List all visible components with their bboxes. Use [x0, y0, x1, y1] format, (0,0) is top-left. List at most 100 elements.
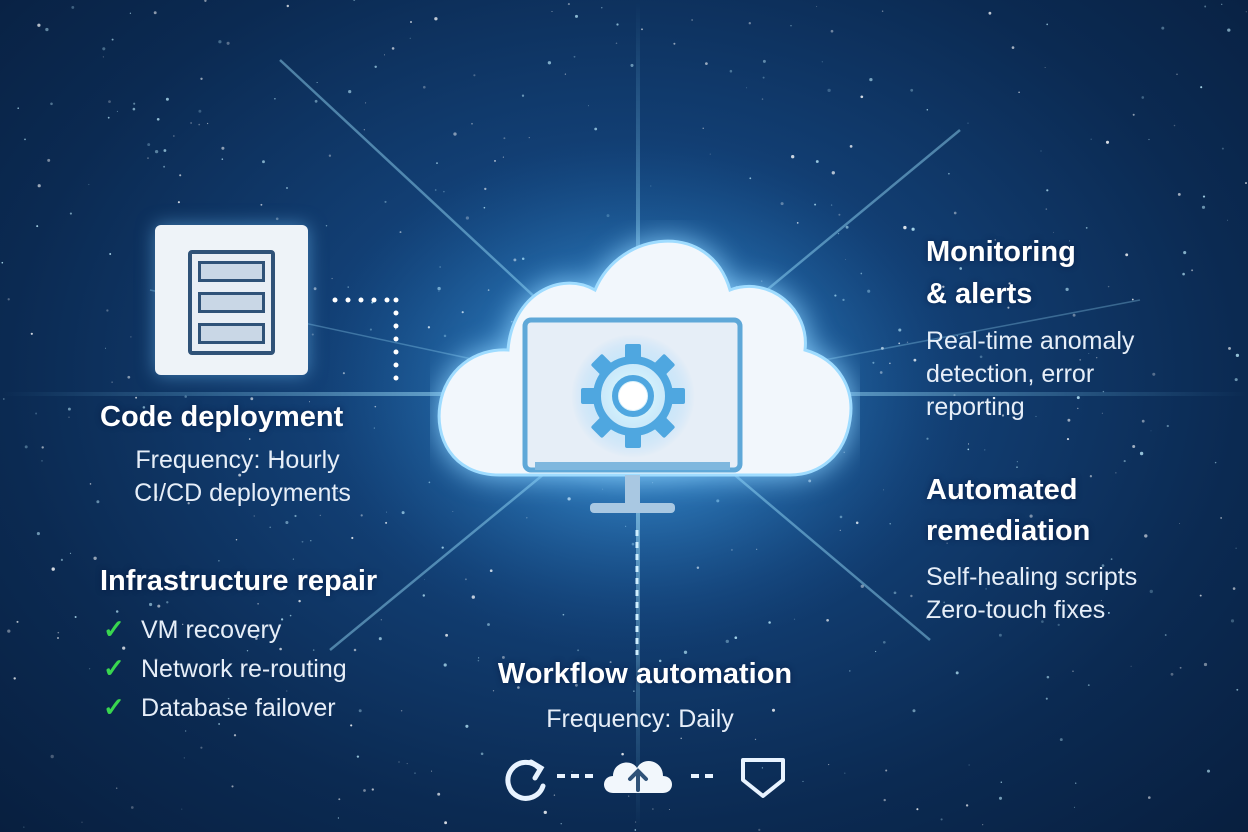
star [968, 764, 970, 766]
star [1008, 282, 1011, 285]
star [1046, 23, 1049, 26]
star [574, 683, 578, 687]
star [414, 772, 416, 775]
star [1235, 547, 1237, 549]
star [1227, 28, 1231, 32]
server-rack-icon [155, 225, 308, 375]
star [250, 397, 254, 401]
star [173, 624, 176, 627]
star [67, 407, 71, 411]
star [363, 129, 365, 131]
star [57, 631, 60, 634]
star [1228, 346, 1231, 350]
star [1073, 806, 1076, 808]
star [1018, 91, 1020, 94]
star [111, 38, 114, 41]
star [1088, 352, 1090, 354]
code-deployment-frequency: Frequency: Hourly [135, 446, 340, 474]
star [1072, 670, 1074, 672]
star [166, 601, 169, 604]
star [248, 438, 251, 440]
star [547, 61, 552, 65]
star [1182, 272, 1185, 276]
star [574, 719, 576, 721]
star [311, 333, 314, 336]
star [1206, 769, 1211, 773]
star [1164, 634, 1167, 636]
refresh-icon [505, 759, 546, 801]
star [310, 540, 312, 542]
star [1235, 353, 1240, 358]
star [312, 649, 315, 651]
star [790, 25, 792, 27]
star [23, 826, 25, 828]
star [1059, 738, 1063, 742]
star [1141, 419, 1145, 423]
star [93, 556, 97, 560]
star [41, 446, 44, 449]
monitoring-title-line2: & alerts [926, 278, 1033, 310]
star [621, 752, 624, 756]
star [221, 146, 225, 150]
star [1066, 438, 1070, 441]
star [1072, 313, 1076, 317]
star [567, 3, 570, 6]
star [129, 12, 132, 14]
star [246, 650, 249, 652]
star [965, 804, 969, 807]
star [762, 59, 766, 63]
star [616, 23, 619, 26]
star [1132, 445, 1136, 448]
star [127, 375, 131, 379]
star [758, 828, 761, 831]
star [729, 69, 733, 73]
star [1230, 619, 1235, 623]
star [982, 824, 984, 826]
star [1152, 372, 1156, 376]
star [754, 738, 757, 741]
star [967, 122, 969, 124]
star [633, 690, 635, 692]
star [274, 97, 276, 100]
star [179, 174, 182, 177]
star [1203, 662, 1208, 667]
star [56, 636, 60, 640]
star [50, 754, 54, 759]
star [298, 599, 301, 603]
dotted-connector [332, 297, 399, 381]
remediation-title-line2: remediation [926, 515, 1091, 547]
star [154, 149, 159, 154]
checklist-item: ✓Database failover [103, 688, 336, 727]
star [163, 165, 166, 168]
star [1045, 208, 1048, 210]
star [292, 558, 295, 560]
star [702, 127, 704, 129]
star [1179, 666, 1182, 669]
star [231, 785, 234, 788]
star [289, 614, 292, 617]
star [959, 604, 962, 607]
star [1100, 600, 1102, 602]
star [1046, 675, 1050, 679]
star [903, 225, 907, 230]
star [406, 763, 408, 765]
star [1245, 11, 1247, 13]
star [309, 401, 310, 403]
star [1079, 359, 1082, 361]
star [1161, 26, 1165, 30]
star [409, 37, 411, 39]
star [615, 42, 618, 45]
star [991, 300, 994, 303]
star [830, 29, 834, 33]
star [163, 149, 167, 152]
star [380, 619, 382, 621]
star [827, 88, 831, 93]
star [17, 107, 20, 110]
star [1105, 140, 1110, 144]
star [869, 77, 873, 82]
workflow-automation-title: Workflow automation [497, 658, 793, 690]
star [826, 618, 829, 622]
star [1016, 466, 1018, 468]
star [1150, 430, 1152, 432]
star [108, 100, 111, 103]
